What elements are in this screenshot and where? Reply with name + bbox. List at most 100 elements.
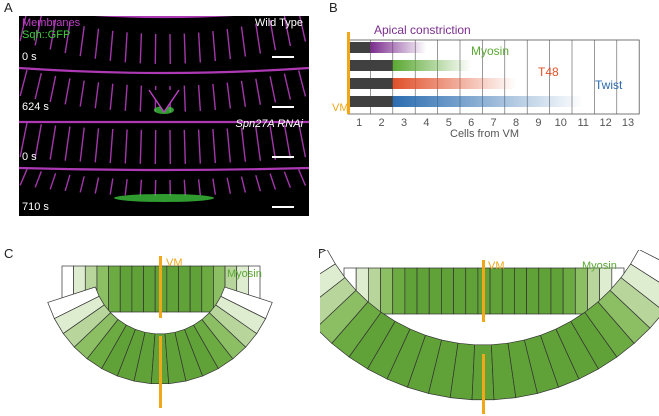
base-bar bbox=[348, 42, 371, 53]
tick-label: 5 bbox=[446, 117, 452, 129]
cell-membrane bbox=[212, 30, 217, 62]
panel-d-diagram: VM Myosin bbox=[320, 250, 659, 414]
legend-membranes: Membranes bbox=[22, 17, 81, 29]
apical-surface bbox=[19, 66, 309, 75]
cell-membrane bbox=[255, 126, 262, 161]
cell bbox=[489, 267, 503, 315]
cell-membrane bbox=[212, 83, 217, 111]
cell-membrane bbox=[226, 177, 232, 194]
cell-membrane bbox=[79, 26, 85, 57]
myosin-label: Myosin bbox=[227, 268, 262, 280]
cell-membrane bbox=[212, 178, 217, 195]
cell bbox=[630, 250, 659, 283]
cell-membrane bbox=[124, 84, 128, 111]
cell-membrane bbox=[183, 179, 187, 196]
cell-membrane bbox=[109, 30, 114, 61]
micrograph-wild-type-0s bbox=[19, 16, 309, 66]
cell-membrane bbox=[64, 78, 71, 105]
panel-b-diagram: VM Apical constriction Myosin T48 Twist … bbox=[332, 23, 640, 140]
cell-membrane bbox=[109, 178, 114, 195]
vm-line bbox=[482, 354, 485, 414]
cell-membrane bbox=[183, 33, 187, 64]
cell-membrane bbox=[94, 28, 100, 59]
vm-line bbox=[159, 336, 162, 408]
cell-membrane bbox=[49, 173, 57, 190]
cell-membrane bbox=[79, 176, 85, 193]
cell-membrane bbox=[34, 124, 42, 159]
cell-membrane bbox=[19, 169, 28, 186]
time-label-710s: 710 s bbox=[22, 201, 49, 213]
cell-membrane bbox=[124, 32, 128, 63]
vm-line bbox=[159, 256, 162, 318]
cell-membrane bbox=[269, 125, 277, 160]
label-twist: Twist bbox=[595, 78, 623, 92]
cell-membrane bbox=[139, 179, 143, 196]
cell-membrane bbox=[79, 80, 85, 107]
cell-membrane bbox=[19, 16, 27, 41]
cell-membrane bbox=[298, 70, 307, 97]
cell-membrane bbox=[94, 128, 100, 163]
cell-membrane bbox=[49, 75, 57, 103]
label-apical-constriction: Apical constriction bbox=[374, 23, 471, 37]
cell bbox=[320, 277, 357, 325]
domain-bars bbox=[348, 42, 584, 107]
cell bbox=[220, 286, 273, 320]
tick-label: 13 bbox=[622, 117, 634, 129]
cell-membrane bbox=[64, 126, 71, 161]
cell bbox=[620, 263, 659, 308]
cell bbox=[320, 263, 346, 298]
cell-membrane bbox=[240, 80, 247, 107]
cell-membrane bbox=[226, 128, 232, 163]
cell-membrane bbox=[226, 28, 232, 60]
cell-membrane bbox=[298, 169, 307, 186]
cell-membrane bbox=[269, 19, 277, 51]
micrograph-rnai-0s bbox=[19, 116, 309, 166]
cell-membrane bbox=[94, 82, 100, 109]
tick-label: 3 bbox=[401, 117, 407, 129]
cell-membrane bbox=[269, 173, 277, 190]
cell-membrane bbox=[94, 177, 100, 194]
cell-membrane bbox=[226, 82, 232, 109]
tick-label: 12 bbox=[599, 117, 611, 129]
scale-bar bbox=[272, 56, 294, 58]
cell bbox=[380, 267, 394, 315]
myosin-signal bbox=[114, 194, 214, 202]
tick-label: 9 bbox=[535, 117, 541, 129]
furrow bbox=[148, 89, 180, 114]
cell-membrane bbox=[139, 129, 143, 164]
panel-letter-b: B bbox=[329, 0, 338, 15]
cell bbox=[453, 267, 467, 315]
cell-membrane bbox=[49, 125, 57, 160]
cell-membrane bbox=[49, 19, 57, 50]
tick-label: 2 bbox=[379, 117, 385, 129]
cell-membrane bbox=[124, 179, 128, 196]
micrograph-rnai-710s bbox=[19, 166, 309, 216]
cell bbox=[428, 267, 442, 315]
apical-surface bbox=[19, 166, 309, 172]
cell-membrane bbox=[197, 32, 202, 63]
cell bbox=[189, 265, 203, 313]
base-bar bbox=[348, 96, 393, 107]
base-bar bbox=[348, 78, 393, 89]
tick-label: 10 bbox=[555, 117, 567, 129]
cell bbox=[574, 267, 588, 315]
vm-line bbox=[347, 32, 350, 114]
cell-membrane bbox=[109, 128, 114, 164]
micrograph-wild-type-624s bbox=[19, 66, 309, 116]
domain-bar bbox=[392, 96, 584, 107]
cell-membrane bbox=[283, 16, 292, 47]
cell-membrane bbox=[197, 179, 202, 196]
cell-membrane bbox=[64, 174, 71, 192]
tick-label: 1 bbox=[356, 117, 362, 129]
cell-membrane bbox=[240, 176, 247, 193]
cell-membrane bbox=[255, 23, 262, 54]
vm-line bbox=[482, 260, 485, 322]
cell-membrane bbox=[183, 85, 187, 112]
cell bbox=[119, 265, 133, 313]
folded-cell-row bbox=[47, 286, 273, 385]
label-myosin: Myosin bbox=[471, 44, 509, 58]
cell-membrane bbox=[298, 122, 307, 158]
cell-membrane bbox=[240, 127, 247, 162]
cell-membrane bbox=[283, 171, 292, 188]
panel-letter-a: A bbox=[4, 0, 13, 15]
